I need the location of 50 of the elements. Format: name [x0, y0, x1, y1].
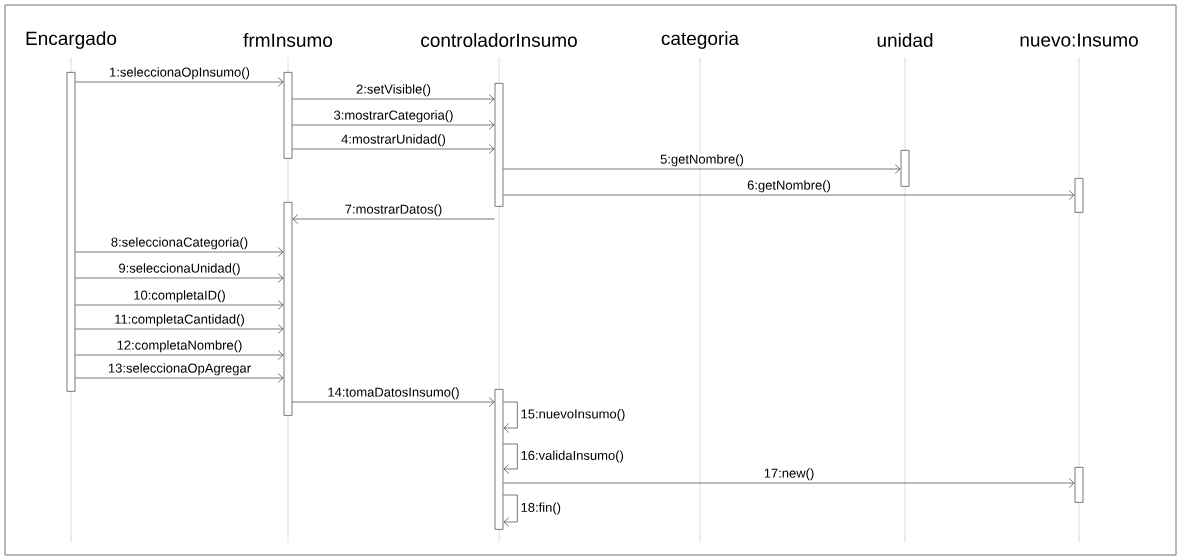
- edge-label: 2:setVisible(): [355, 83, 432, 98]
- activation-bar: [900, 150, 910, 187]
- activation-bar: [283, 202, 293, 416]
- message-arrow: [75, 350, 284, 360]
- edge-label: 4:mostrarUnidad(): [340, 133, 447, 148]
- edge-label: 12:completaNombre(): [115, 339, 244, 354]
- lifeline-head: Encargado: [26, 31, 117, 49]
- lifeline-head: unidad: [877, 33, 933, 47]
- activation-bar: [494, 389, 504, 530]
- message-arrow: [75, 247, 284, 257]
- edge-label: 3:mostrarCategoria(): [332, 109, 455, 124]
- edge-label: 15:nuevoInsumo(): [519, 407, 627, 423]
- edge-label: 14:tomaDatosInsumo(): [326, 386, 461, 401]
- message-arrow: [503, 443, 518, 474]
- activation-bar: [494, 83, 504, 207]
- message-arrow: [503, 478, 1075, 488]
- edge-label: 17:new(): [762, 467, 816, 482]
- lifeline-head: nuevo:Insumo: [1020, 33, 1138, 47]
- edge-label: 10:completaID(): [132, 289, 227, 304]
- message-arrow: [292, 397, 495, 407]
- edge-label: 8:seleccionaCategoria(): [109, 236, 250, 251]
- edge-label: 11:completaCantidad(): [113, 313, 246, 328]
- activation-bar: [1074, 467, 1084, 503]
- message-arrow: [503, 190, 1075, 200]
- message-arrow: [75, 273, 284, 283]
- lifeline-head: frmInsumo: [243, 33, 333, 47]
- message-arrow: [503, 494, 518, 527]
- edge-label: 5:getNombre(): [659, 153, 745, 168]
- message-arrow: [75, 77, 284, 87]
- activation-bar: [1074, 178, 1084, 213]
- message-arrow: [292, 120, 495, 130]
- message-arrow: [75, 300, 284, 310]
- message-arrow: [292, 94, 495, 104]
- edge-label: 6:getNombre(): [746, 179, 832, 194]
- message-arrow: [503, 164, 901, 174]
- edge-label: 13:seleccionaOpAgregar: [106, 362, 253, 377]
- activation-bar: [283, 72, 293, 159]
- message-arrow: [503, 401, 518, 433]
- message-arrow: [75, 324, 284, 334]
- message-arrow: [75, 373, 284, 383]
- activation-bar: [66, 72, 76, 392]
- message-arrow: [292, 214, 495, 224]
- edge-label: 1:seleccionaOpInsumo(): [108, 66, 251, 81]
- lifeline-head: controladorInsumo: [421, 33, 577, 47]
- message-arrow: [292, 144, 495, 154]
- edge-label: 9:seleccionaUnidad(): [117, 262, 242, 277]
- edge-label: 16:validaInsumo(): [519, 449, 625, 464]
- lifeline-head: categoria: [661, 31, 740, 49]
- edge-label: 7:mostrarDatos(): [343, 203, 444, 218]
- edge-label: 18:fin(): [519, 501, 562, 516]
